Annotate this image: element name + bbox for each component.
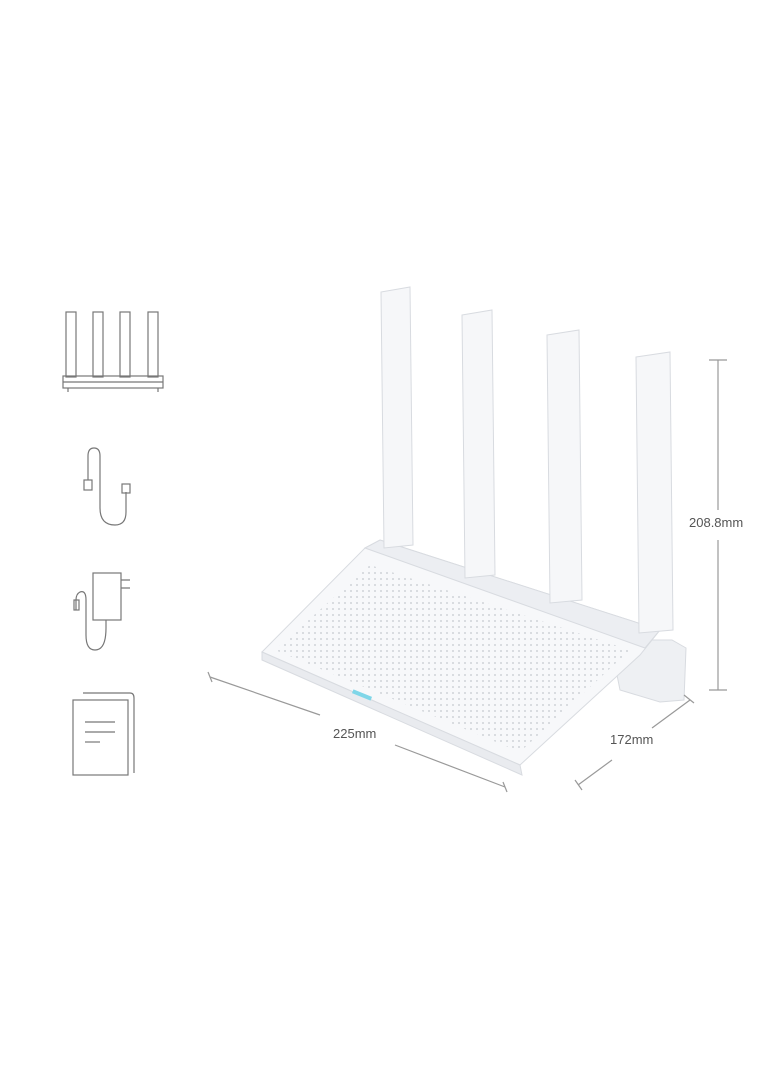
height-dimension-label: 208.8mm [689, 515, 744, 530]
power-adapter-icon [73, 572, 130, 651]
router-body [261, 286, 687, 776]
width-dimension-label: 225mm [333, 726, 377, 741]
manual-icon [72, 692, 135, 776]
router-icon [62, 311, 164, 392]
router-vent-grid [275, 565, 630, 752]
status-indicator [351, 689, 373, 701]
router-front-edge [261, 651, 523, 776]
antenna [380, 286, 674, 634]
depth-dimension-label: 172mm [610, 732, 654, 747]
dimension-lines [207, 359, 727, 793]
ethernet-cable-icon [83, 447, 131, 526]
